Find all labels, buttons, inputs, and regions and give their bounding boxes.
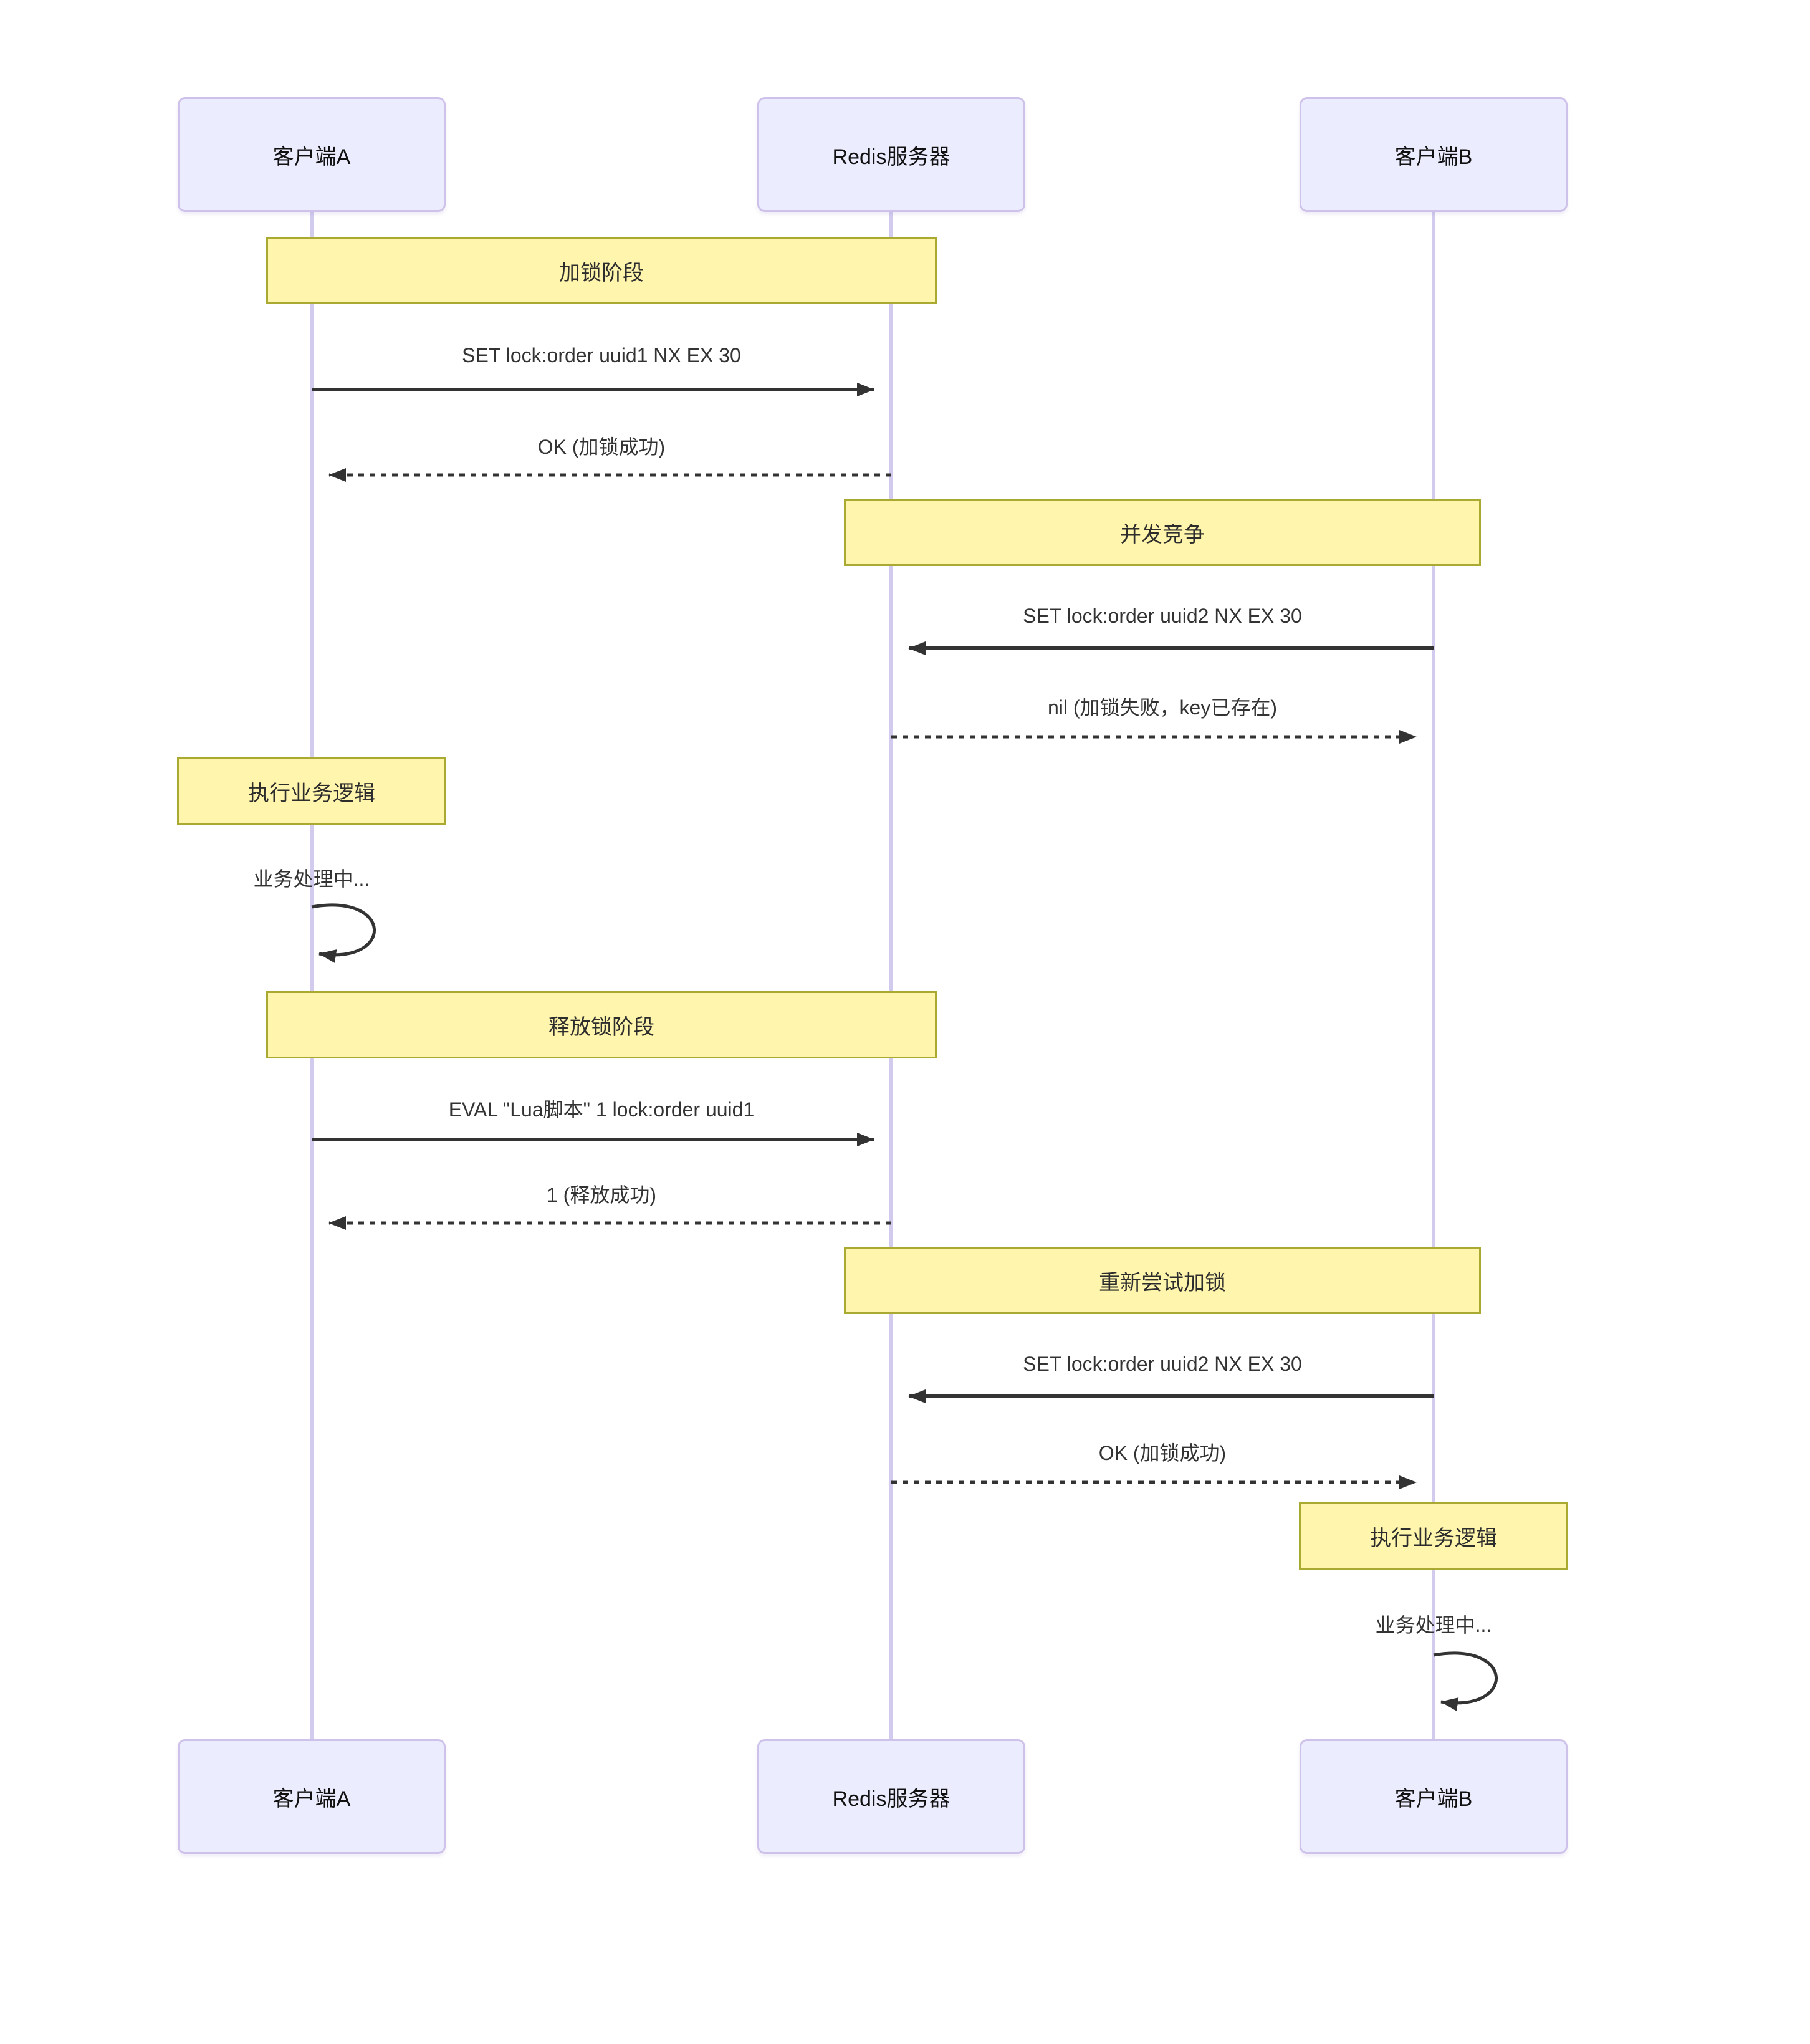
self-loop-client-a — [311, 903, 376, 963]
message-label-set-uuid2-retry: SET lock:order uuid2 NX EX 30 — [1023, 1353, 1302, 1375]
message-label-release-ok: 1 (释放成功) — [546, 1184, 657, 1206]
note-lock-phase: 加锁阶段 — [266, 237, 937, 304]
message-label-ok-lock-a: OK (加锁成功) — [537, 436, 666, 458]
message-label-processing-a: 业务处理中... — [253, 868, 370, 890]
message-label-nil-fail: nil (加锁失败，key已存在) — [1047, 696, 1278, 719]
message-label-eval-lua: EVAL "Lua脚本" 1 lock:order uuid1 — [448, 1098, 755, 1121]
actor-label: 客户端A — [272, 1787, 351, 1811]
actor-top-client-b: 客户端B — [1300, 97, 1568, 212]
message-label-processing-b: 业务处理中... — [1375, 1614, 1492, 1636]
note-label: 加锁阶段 — [559, 261, 644, 285]
note-concurrency: 并发竞争 — [844, 499, 1481, 566]
note-release-phase: 释放锁阶段 — [266, 991, 937, 1058]
note-biz-logic-a: 执行业务逻辑 — [177, 757, 446, 825]
note-label: 释放锁阶段 — [548, 1015, 654, 1039]
actor-bottom-client-a: 客户端A — [178, 1739, 446, 1854]
note-label: 执行业务逻辑 — [248, 781, 375, 805]
actor-top-redis-server: Redis服务器 — [757, 97, 1025, 212]
note-retry-lock: 重新尝试加锁 — [844, 1247, 1481, 1314]
message-label-set-uuid2-first: SET lock:order uuid2 NX EX 30 — [1023, 605, 1302, 627]
actor-label: Redis服务器 — [832, 145, 950, 169]
actor-label: 客户端B — [1394, 145, 1473, 169]
actor-top-client-a: 客户端A — [178, 97, 446, 212]
note-label: 并发竞争 — [1120, 522, 1205, 547]
message-label-set-uuid1: SET lock:order uuid1 NX EX 30 — [462, 344, 741, 367]
actor-bottom-redis-server: Redis服务器 — [757, 1739, 1025, 1854]
actor-label: Redis服务器 — [832, 1787, 950, 1811]
note-label: 执行业务逻辑 — [1370, 1526, 1497, 1550]
actor-label: 客户端A — [272, 145, 351, 169]
actor-label: 客户端B — [1394, 1787, 1473, 1811]
actor-bottom-client-b: 客户端B — [1300, 1739, 1568, 1854]
self-loop-client-b — [1433, 1651, 1498, 1711]
note-biz-logic-b: 执行业务逻辑 — [1299, 1502, 1568, 1570]
note-label: 重新尝试加锁 — [1099, 1270, 1226, 1295]
message-label-ok-lock-b: OK (加锁成功) — [1098, 1442, 1227, 1464]
